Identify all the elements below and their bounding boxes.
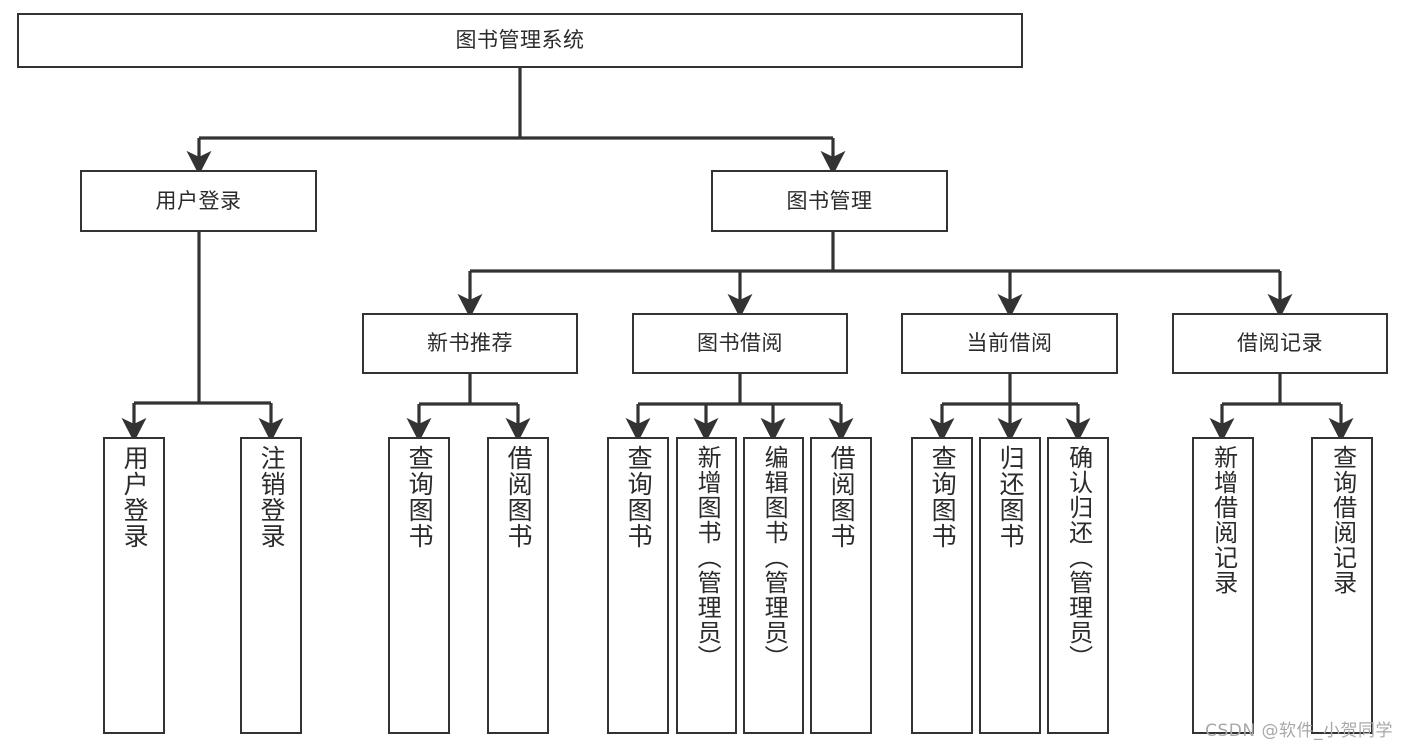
leaf-user-login-signin[interactable]: 用户登录 bbox=[103, 437, 165, 734]
leaf-book-borrow-query[interactable]: 查询图书 bbox=[607, 437, 669, 734]
leaf-borrow-record-query-label: 查询借阅记录 bbox=[1328, 445, 1357, 595]
node-current-borrow-label: 当前借阅 bbox=[966, 331, 1053, 356]
node-user-login[interactable]: 用户登录 bbox=[80, 170, 317, 232]
leaf-borrow-record-add[interactable]: 新增借阅记录 bbox=[1192, 437, 1254, 734]
leaf-book-borrow-borrow[interactable]: 借阅图书 bbox=[810, 437, 872, 734]
node-borrow-record[interactable]: 借阅记录 bbox=[1172, 313, 1388, 374]
node-root-library-system[interactable]: 图书管理系统 bbox=[17, 13, 1023, 68]
node-current-borrow[interactable]: 当前借阅 bbox=[901, 313, 1118, 374]
leaf-current-borrow-return[interactable]: 归还图书 bbox=[979, 437, 1041, 734]
leaf-user-login-signout-label: 注销登录 bbox=[257, 445, 287, 549]
node-user-login-label: 用户登录 bbox=[155, 188, 242, 213]
leaf-borrow-record-query[interactable]: 查询借阅记录 bbox=[1311, 437, 1373, 734]
node-new-book-recommend[interactable]: 新书推荐 bbox=[362, 313, 578, 374]
node-book-management[interactable]: 图书管理 bbox=[711, 170, 948, 232]
leaf-book-borrow-query-label: 查询图书 bbox=[624, 445, 654, 549]
leaf-new-book-borrow-label: 借阅图书 bbox=[504, 445, 534, 549]
node-book-management-label: 图书管理 bbox=[786, 188, 873, 213]
leaf-user-login-signout[interactable]: 注销登录 bbox=[240, 437, 302, 734]
leaf-new-book-query-label: 查询图书 bbox=[405, 445, 435, 549]
leaf-book-borrow-add-admin[interactable]: 新增图书（管理员） bbox=[676, 437, 737, 734]
leaf-book-borrow-add-admin-label: 新增图书（管理员） bbox=[693, 445, 722, 670]
leaf-current-borrow-query-label: 查询图书 bbox=[928, 445, 958, 549]
leaf-current-borrow-confirm-return-admin[interactable]: 确认归还（管理员） bbox=[1047, 437, 1109, 734]
leaf-current-borrow-return-label: 归还图书 bbox=[996, 445, 1026, 549]
node-root-label: 图书管理系统 bbox=[455, 28, 585, 53]
node-book-borrow-label: 图书借阅 bbox=[697, 331, 783, 356]
leaf-borrow-record-add-label: 新增借阅记录 bbox=[1209, 445, 1238, 595]
leaf-new-book-borrow[interactable]: 借阅图书 bbox=[487, 437, 549, 734]
leaf-new-book-query[interactable]: 查询图书 bbox=[388, 437, 450, 734]
leaf-current-borrow-query[interactable]: 查询图书 bbox=[911, 437, 973, 734]
leaf-book-borrow-edit-admin-label: 编辑图书（管理员） bbox=[760, 445, 789, 670]
leaf-current-borrow-confirm-return-admin-label: 确认归还（管理员） bbox=[1064, 445, 1093, 670]
leaf-book-borrow-edit-admin[interactable]: 编辑图书（管理员） bbox=[743, 437, 804, 734]
leaf-user-login-signin-label: 用户登录 bbox=[120, 445, 150, 549]
leaf-book-borrow-borrow-label: 借阅图书 bbox=[827, 445, 857, 549]
node-new-book-recommend-label: 新书推荐 bbox=[427, 331, 513, 356]
node-borrow-record-label: 借阅记录 bbox=[1237, 331, 1323, 356]
node-book-borrow[interactable]: 图书借阅 bbox=[632, 313, 848, 374]
